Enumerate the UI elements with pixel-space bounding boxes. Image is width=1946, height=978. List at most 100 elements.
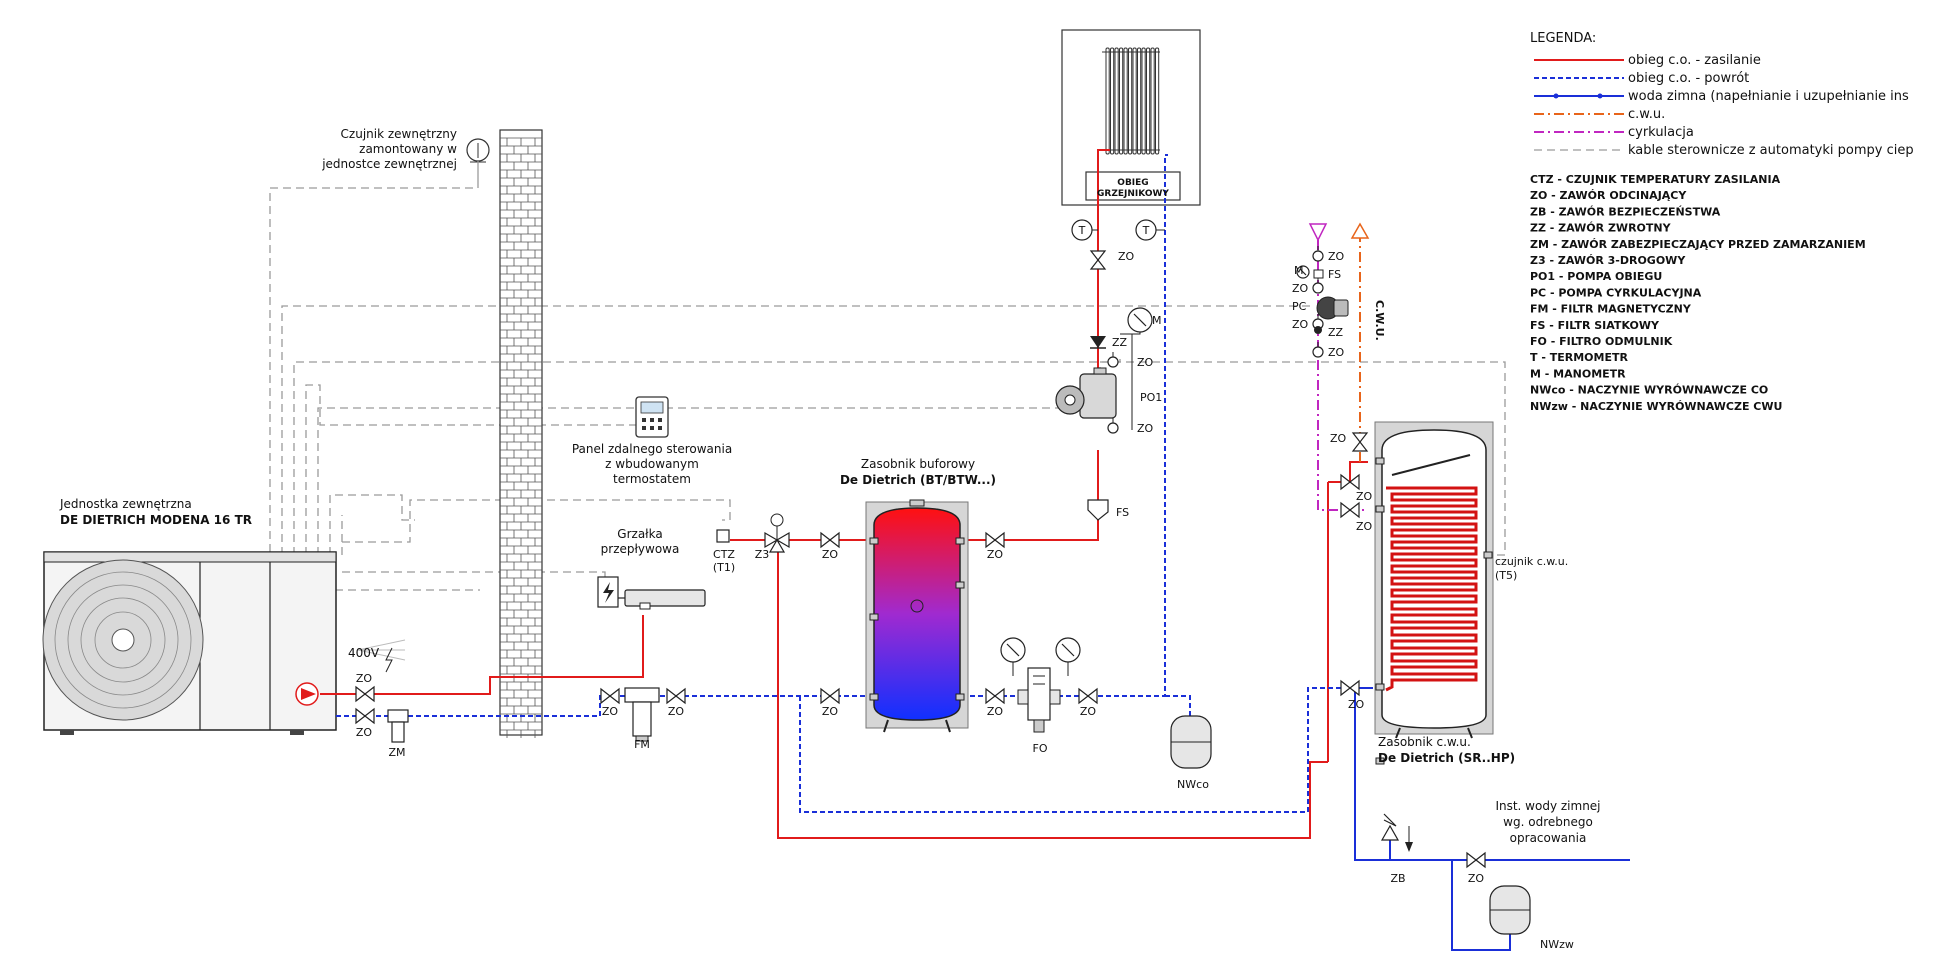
zo-label-unit-2: ZO	[356, 726, 373, 739]
zo-label-fm-2: ZO	[668, 705, 685, 718]
zm-label: ZM	[388, 746, 405, 759]
fs-label-cyrk: FS	[1328, 268, 1341, 281]
legend-abbreviation: NWzw - NACZYNIE WYRÓWNAWCZE CWU	[1530, 400, 1782, 413]
legend-item: woda zimna (napełnianie i uzupełnianie i…	[1534, 89, 1909, 104]
safety-valve-icon	[1380, 813, 1413, 852]
thermometer-label-2: T	[1142, 224, 1150, 237]
legend-abbreviation: M - MANOMETR	[1530, 367, 1626, 380]
radiator-label-2: GRZEJNIKOWY	[1097, 189, 1169, 199]
circulation-pump-icon	[1055, 367, 1117, 419]
labels: Czujnik zewnętrzny zamontowany w jednost…	[59, 127, 1601, 951]
cold-inst-label-3: opracowania	[1510, 831, 1587, 845]
fan-grille	[42, 559, 204, 721]
shutoff-valve-icon	[1078, 687, 1098, 705]
unit-title: Jednostka zewnętrzna	[59, 497, 192, 511]
shutoff-valve-icon	[1340, 679, 1360, 697]
ball-valve-icon	[1107, 418, 1119, 434]
zz-label-cyrk: ZZ	[1328, 326, 1344, 339]
dhw-lines	[1308, 222, 1370, 511]
legend-abbreviation: FS - FILTR SIATKOWY	[1530, 319, 1660, 332]
buffer-model: De Dietrich (BT/BTW...)	[840, 473, 996, 487]
ball-valve-icon	[1312, 278, 1324, 294]
legend-item: kable sterownicze z automatyki pompy cie…	[1534, 143, 1914, 158]
heater-label-2: przepływowa	[601, 542, 680, 556]
shutoff-valve-icon	[820, 531, 840, 549]
legend-item: obieg c.o. - zasilanie	[1534, 53, 1761, 68]
pc-label: PC	[1292, 300, 1307, 313]
ball-valve-icon	[1312, 342, 1324, 358]
sensor-label-1: Czujnik zewnętrzny	[341, 127, 457, 141]
zo-label-po1-bottom: ZO	[1137, 422, 1154, 435]
shutoff-valve-icon	[1466, 851, 1486, 869]
legend-title: LEGENDA:	[1530, 31, 1596, 46]
shutoff-valve-icon	[1340, 501, 1360, 519]
magnetic-filter-icon	[624, 687, 660, 742]
outdoor-sensor-icon	[466, 138, 490, 180]
brick-wall	[499, 129, 543, 738]
strainer-filter-icon	[1087, 269, 1324, 521]
gauge	[1055, 637, 1081, 676]
m-label-cyrk: M	[1294, 264, 1304, 277]
antifreeze-valve-icon	[387, 709, 409, 743]
dhw-sensor-label-2: (T5)	[1495, 569, 1517, 582]
panel-label-2: z wbudowanym	[605, 457, 699, 471]
buffer-tank	[865, 499, 969, 733]
zo-label-dhw-2: ZO	[1356, 520, 1373, 533]
legend-abbreviation: PO1 - POMPA OBIEGU	[1530, 270, 1662, 283]
dirt-separator-icon	[1017, 667, 1061, 733]
legend-abbreviation: FO - FILTRO ODMULNIK	[1530, 335, 1673, 348]
shutoff-valve-icon	[985, 531, 1005, 549]
ctz-sensor-icon	[716, 529, 730, 543]
zo-label-top: ZO	[1118, 250, 1135, 263]
ball-valve-icon	[1107, 352, 1119, 368]
circulation-pump-small-icon	[1316, 296, 1349, 320]
legend-label: c.w.u.	[1628, 107, 1665, 122]
zo-label-dhw-1: ZO	[1356, 490, 1373, 503]
ctz-label: CTZ	[713, 548, 735, 561]
legend-label: obieg c.o. - powrót	[1628, 71, 1749, 86]
zo-label-fm-1: ZO	[602, 705, 619, 718]
cold-inst-label-1: Inst. wody zimnej	[1495, 799, 1600, 813]
legend-abbreviation: CTZ - CZUJNIK TEMPERATURY ZASILANIA	[1530, 173, 1781, 186]
zo-label-dhw-3: ZO	[1348, 698, 1365, 711]
gauge	[1000, 637, 1026, 676]
legend-abbreviation: FM - FILTR MAGNETYCZNY	[1530, 303, 1692, 316]
legend-abbreviation: ZB - ZAWÓR BEZPIECZEŃSTWA	[1530, 205, 1721, 218]
panel-label-3: termostatem	[613, 472, 691, 486]
dhw-sensor-label-1: czujnik c.w.u.	[1495, 555, 1568, 568]
cwu-vertical-label: C.W.U.	[1373, 300, 1386, 341]
legend: LEGENDA: obieg c.o. - zasilanie obieg c.o…	[1530, 31, 1914, 413]
zo-label-cyrk-2: ZO	[1292, 318, 1309, 331]
dhw-model: De Dietrich (SR..HP)	[1378, 751, 1515, 765]
radiator-circuit	[1061, 29, 1201, 206]
check-valve-icon	[1090, 326, 1322, 349]
legend-abbreviation: T - TERMOMETR	[1530, 351, 1628, 364]
legend-label: kable sterownicze z automatyki pompy cie…	[1628, 143, 1914, 158]
shutoff-valve-icon	[355, 685, 375, 703]
legend-item: obieg c.o. - powrót	[1534, 71, 1749, 86]
unit-pump-icon	[295, 682, 319, 706]
thermometer-label-1: T	[1078, 224, 1086, 237]
cold-inst-label-2: wg. odrebnego	[1503, 815, 1593, 829]
unit-model: DE DIETRICH MODENA 16 TR	[60, 513, 252, 527]
dhw-title: Zasobnik c.w.u.	[1378, 735, 1471, 749]
ball-valve-icon	[1312, 246, 1324, 262]
shutoff-valve-icon	[1089, 250, 1107, 270]
po1-label: PO1	[1140, 391, 1162, 404]
gauge	[1296, 265, 1310, 279]
zo-label-buf-out: ZO	[987, 548, 1004, 561]
legend-label: woda zimna (napełnianie i uzupełnianie i…	[1628, 89, 1909, 104]
zo-label-po1-top: ZO	[1137, 356, 1154, 369]
legend-label: cyrkulacja	[1628, 125, 1694, 140]
buffer-title: Zasobnik buforowy	[861, 457, 975, 471]
shutoff-valve-icon	[1351, 432, 1369, 452]
power-supply-icon	[357, 639, 406, 673]
dhw-tank	[1374, 421, 1494, 765]
zo-label-fo-2: ZO	[1080, 705, 1097, 718]
legend-abbreviation: Z3 - ZAWÓR 3-DROGOWY	[1530, 254, 1686, 267]
shutoff-valve-icon	[666, 687, 686, 705]
gauge	[1120, 307, 1153, 335]
shutoff-valve-icon	[600, 687, 620, 705]
shutoff-valve-icon	[1340, 473, 1360, 491]
zo-label-cyrk-1: ZO	[1292, 282, 1309, 295]
